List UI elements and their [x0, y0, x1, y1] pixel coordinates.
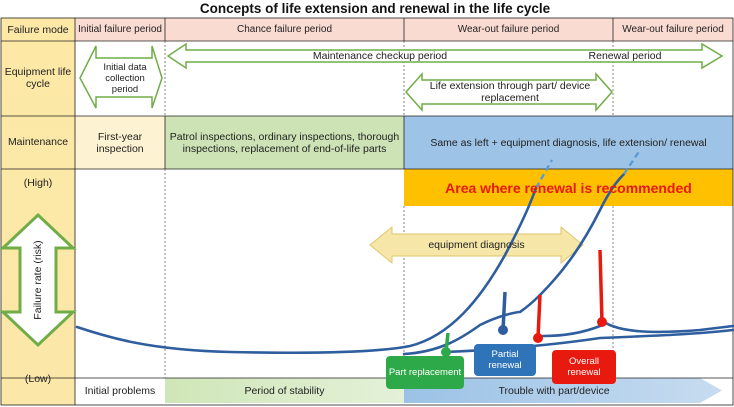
initial-problems: Initial problems: [84, 384, 156, 397]
same-as-left: Same as left + equipment diagnosis, life…: [430, 136, 707, 149]
partial-renewal-marker: [498, 291, 508, 335]
high-label: (High): [23, 177, 53, 189]
renewal-area-label: Area where renewal is recommended: [445, 179, 692, 196]
renewal-area-bar: [404, 169, 733, 206]
row-label-failure-mode: Failure mode: [7, 23, 69, 36]
patrol-bg: [165, 116, 404, 169]
maintenance-checkup-arrow: [166, 42, 724, 70]
row-label-equipment-life-cycle: Equipment life cycle: [4, 66, 72, 90]
diagnosis-renewal-bg: [404, 116, 733, 169]
part-replacement-box: [386, 356, 464, 389]
patrol-inspections: Patrol inspections, ordinary inspections…: [169, 130, 400, 155]
row-label-maintenance: Maintenance: [7, 136, 69, 148]
period-of-stability: Period of stability: [244, 384, 325, 397]
page-title: Concepts of life extension and renewal i…: [199, 1, 551, 16]
stability-bg: [165, 378, 404, 403]
period-wear-out-1: Wear-out failure period: [457, 23, 560, 35]
failure-rate-label: Failure rate (risk): [32, 240, 44, 320]
equipment-diagnosis-label: equipment diagnosis: [428, 239, 525, 251]
life-extension-label: Life extension through part/ device repl…: [429, 80, 591, 104]
low-label: (Low): [24, 373, 52, 385]
maintenance-checkup-label: Maintenance checkup period: [312, 50, 448, 62]
dashed-extensions: [534, 149, 641, 189]
trouble-part-device: Trouble with part/device: [498, 384, 610, 397]
part-replacement-marker: [441, 332, 451, 357]
failure-rate-arrow: [0, 212, 77, 348]
period-initial-failure: Initial failure period: [78, 24, 162, 35]
overall-renewal-label: Overall renewal: [567, 356, 601, 378]
overall-renewal-marker-2: [597, 249, 607, 327]
period-wear-out-2: Wear-out failure period: [622, 23, 724, 35]
equipment-diagnosis-arrow: [369, 225, 584, 265]
overall-renewal-marker-1: [533, 294, 543, 343]
initial-data-label: Initial data collection period: [103, 61, 147, 95]
part-replacement-label: Part replacement: [388, 367, 462, 378]
first-year-bg: [75, 116, 165, 169]
first-year-inspection: First-year inspection: [96, 130, 144, 155]
partial-renewal-box: [474, 344, 536, 376]
renewal-period-label: Renewal period: [588, 50, 662, 62]
initial-data-arrow: [79, 45, 163, 109]
trouble-arrow: [404, 378, 722, 403]
partial-renewal-label: Partial renewal: [488, 349, 522, 371]
period-chance-failure: Chance failure period: [236, 23, 333, 35]
overall-renewal-box: [552, 350, 616, 384]
life-extension-arrow: [404, 72, 614, 112]
